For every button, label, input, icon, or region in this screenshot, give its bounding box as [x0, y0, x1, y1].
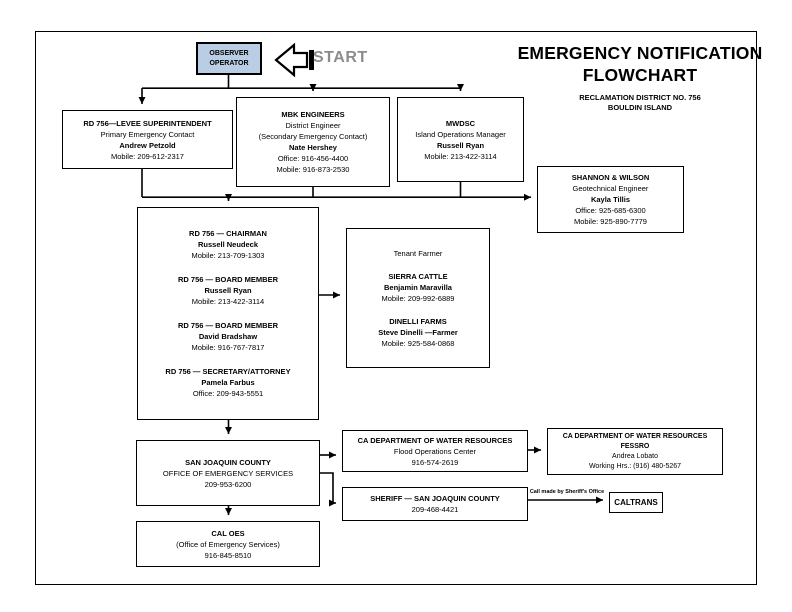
- phone-number: Mobile: 213-709-1303: [191, 251, 265, 260]
- phone-number: Mobile: 916-767-7817: [191, 343, 265, 352]
- mbk-engineers-box: MBK ENGINEERS District Engineer (Seconda…: [236, 97, 390, 187]
- contact-name: Benjamin Maravilla: [384, 282, 452, 292]
- box-subtitle: Flood Operations Center: [393, 446, 477, 456]
- box-title: Tenant Farmer: [393, 248, 443, 258]
- box-title: SHERIFF — SAN JOAQUIN COUNTY: [370, 494, 500, 503]
- box-title: RD 756—LEVEE SUPERINTENDENT: [83, 118, 212, 128]
- phone-number: Office: 916-456-4400: [277, 154, 349, 163]
- role-label: Geotechnical Engineer: [572, 184, 649, 193]
- box-title: CAL OES: [211, 528, 245, 538]
- official-entry: RD 756 — CHAIRMAN Russell Neudeck Mobile…: [189, 228, 267, 261]
- contact-name: Steve Dinelli —Farmer: [378, 327, 458, 337]
- box-title: CA DEPARTMENT OF WATER RESOURCES: [357, 435, 513, 445]
- contact-name: Nate Hershey: [289, 143, 337, 152]
- subtitle-line: BOULDIN ISLAND: [607, 103, 673, 112]
- tenant-farmer-box: Tenant Farmer SIERRA CATTLE Benjamin Mar…: [346, 228, 490, 368]
- farm-name: SIERRA CATTLE: [388, 271, 448, 281]
- phone-number: Mobile: 925-890-7779: [574, 217, 647, 226]
- caltrans-note: Call made by Sheriff's Office: [529, 489, 605, 495]
- farm-entry: DINELLI FARMS Steve Dinelli —Farmer Mobi…: [378, 316, 458, 349]
- official-entry: RD 756 — BOARD MEMBER David Bradshaw Mob…: [178, 320, 278, 353]
- sjc-oes-box: SAN JOAQUIN COUNTY OFFICE OF EMERGENCY S…: [136, 440, 320, 506]
- box-title: RD 756 — SECRETARY/ATTORNEY: [165, 367, 291, 376]
- shannon-wilson-box: SHANNON & WILSON Geotechnical Engineer K…: [537, 166, 684, 233]
- title-line: FLOWCHART: [582, 65, 698, 85]
- box-title: OBSERVER: [209, 49, 249, 57]
- phone-number: 209-953-6200: [204, 479, 252, 489]
- box-title: SAN JOAQUIN COUNTY: [185, 457, 271, 467]
- contact-name: Andrea Lobato: [612, 452, 658, 460]
- official-entry: RD 756 — BOARD MEMBER Russell Ryan Mobil…: [178, 274, 278, 307]
- flowchart-title: EMERGENCY NOTIFICATION FLOWCHART RECLAMA…: [505, 42, 775, 113]
- box-subtitle: OFFICE OF EMERGENCY SERVICES: [162, 468, 294, 478]
- contact-name: David Bradshaw: [198, 332, 258, 341]
- phone-number: Working Hrs.: (916) 480-5267: [588, 462, 682, 470]
- mwdsc-box: MWDSC Island Operations Manager Russell …: [397, 97, 524, 182]
- box-subtitle: FESSRO: [620, 442, 650, 450]
- box-title: RD 756 — BOARD MEMBER: [177, 275, 278, 284]
- rd756-officials-box: RD 756 — CHAIRMAN Russell Neudeck Mobile…: [137, 207, 319, 420]
- phone-number: Mobile: 209-992-6889: [381, 293, 455, 303]
- box-title: RD 756 — BOARD MEMBER: [177, 321, 278, 330]
- sheriff-box: SHERIFF — SAN JOAQUIN COUNTY 209-468-442…: [342, 487, 528, 521]
- phone-number: Mobile: 925-584-0868: [381, 338, 455, 348]
- box-title: RD 756 — CHAIRMAN: [189, 229, 267, 238]
- contact-name: Russell Ryan: [436, 140, 485, 150]
- phone-number: Mobile: 916-873-2530: [276, 165, 350, 174]
- box-title: MWDSC: [445, 118, 476, 128]
- phone-number: Mobile: 213-422-3114: [191, 297, 265, 306]
- phone-number: 916-845-8510: [204, 550, 252, 560]
- dwr-flood-ops-box: CA DEPARTMENT OF WATER RESOURCES Flood O…: [342, 430, 528, 472]
- contact-name: Kayla Tillis: [590, 195, 631, 204]
- box-title: CA DEPARTMENT OF WATER RESOURCES: [562, 432, 708, 440]
- role-label: (Secondary Emergency Contact): [258, 132, 368, 141]
- phone-number: 916-574-2619: [411, 457, 459, 467]
- phone-number: Mobile: 209-612-2317: [111, 151, 184, 161]
- role-label: Primary Emergency Contact: [100, 129, 195, 139]
- caltrans-box: CALTRANS: [609, 492, 663, 513]
- dwr-fessro-box: CA DEPARTMENT OF WATER RESOURCES FESSRO …: [547, 428, 723, 475]
- contact-name: Russell Neudeck: [197, 240, 259, 249]
- contact-name: Pamela Farbus: [201, 378, 255, 387]
- start-label: START: [313, 49, 368, 66]
- subtitle-line: RECLAMATION DISTRICT NO. 756: [579, 93, 701, 102]
- box-title: MBK ENGINEERS: [281, 110, 345, 119]
- start-arrow-icon: [274, 42, 314, 78]
- box-title: CALTRANS: [614, 498, 658, 507]
- box-title: OPERATOR: [209, 59, 249, 67]
- box-subtitle: (Office of Emergency Services): [176, 539, 280, 549]
- cal-oes-box: CAL OES (Office of Emergency Services) 9…: [136, 521, 320, 567]
- contact-name: Andrew Petzold: [119, 140, 176, 150]
- official-entry: RD 756 — SECRETARY/ATTORNEY Pamela Farbu…: [165, 366, 290, 399]
- title-line: EMERGENCY NOTIFICATION: [517, 43, 763, 63]
- phone-number: 209-468-4421: [411, 505, 459, 514]
- phone-number: Office: 925-685-6300: [575, 206, 646, 215]
- phone-number: Office: 209-943-5551: [192, 389, 264, 398]
- farm-entry: SIERRA CATTLE Benjamin Maravilla Mobile:…: [382, 271, 455, 304]
- levee-superintendent-box: RD 756—LEVEE SUPERINTENDENT Primary Emer…: [62, 110, 233, 169]
- box-title: SHANNON & WILSON: [571, 173, 650, 182]
- role-label: Island Operations Manager: [415, 129, 506, 139]
- contact-name: Russell Ryan: [204, 286, 252, 295]
- flowchart-subtitle: RECLAMATION DISTRICT NO. 756 BOULDIN ISL…: [505, 93, 775, 113]
- observer-operator-box: OBSERVER OPERATOR: [196, 42, 262, 75]
- phone-number: Mobile: 213-422-3114: [424, 151, 497, 161]
- page-border-frame: [35, 31, 757, 585]
- role-label: District Engineer: [285, 121, 341, 130]
- farm-name: DINELLI FARMS: [389, 316, 447, 326]
